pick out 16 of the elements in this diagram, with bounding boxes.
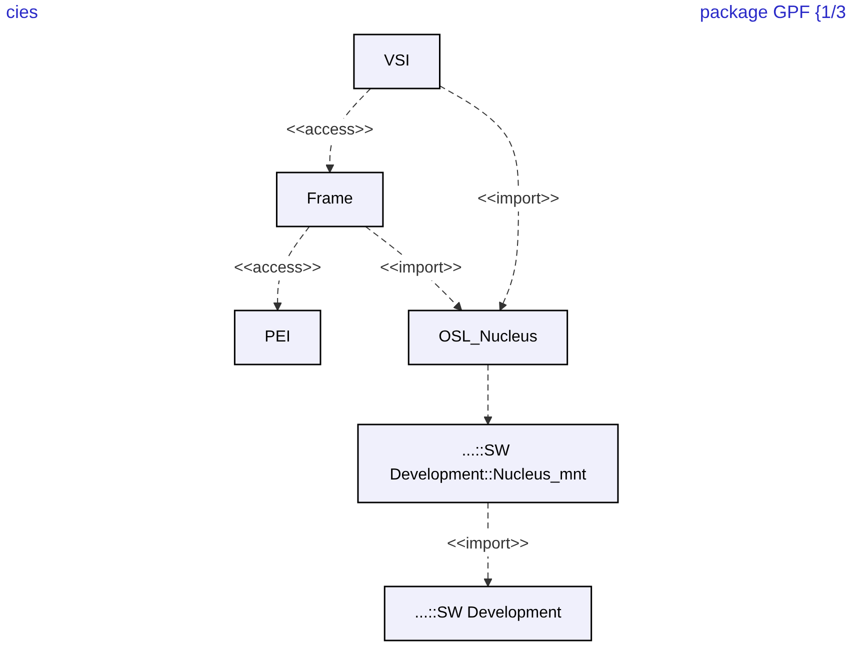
arrow [439, 85, 519, 311]
node-box: ...::SW Development [384, 586, 592, 642]
edge-label: <<import>> [380, 260, 462, 276]
node-box: ...::SW Development::Nucleus_mnt [357, 424, 619, 504]
node-box: OSL_Nucleus [408, 310, 568, 366]
node-box: PEI [234, 310, 322, 366]
edge-label: <<access>> [286, 122, 374, 139]
header-text: package GPF {1/3 [700, 2, 846, 23]
node-box: VSI [353, 34, 440, 90]
node-box: Frame [276, 172, 384, 228]
edge-label: <<import>> [447, 535, 529, 552]
arrow [484, 364, 492, 425]
header-text: cies [6, 2, 38, 23]
arrow [365, 226, 462, 311]
edge-label: <<access>> [234, 260, 322, 276]
edge-label: <<import>> [478, 190, 560, 208]
